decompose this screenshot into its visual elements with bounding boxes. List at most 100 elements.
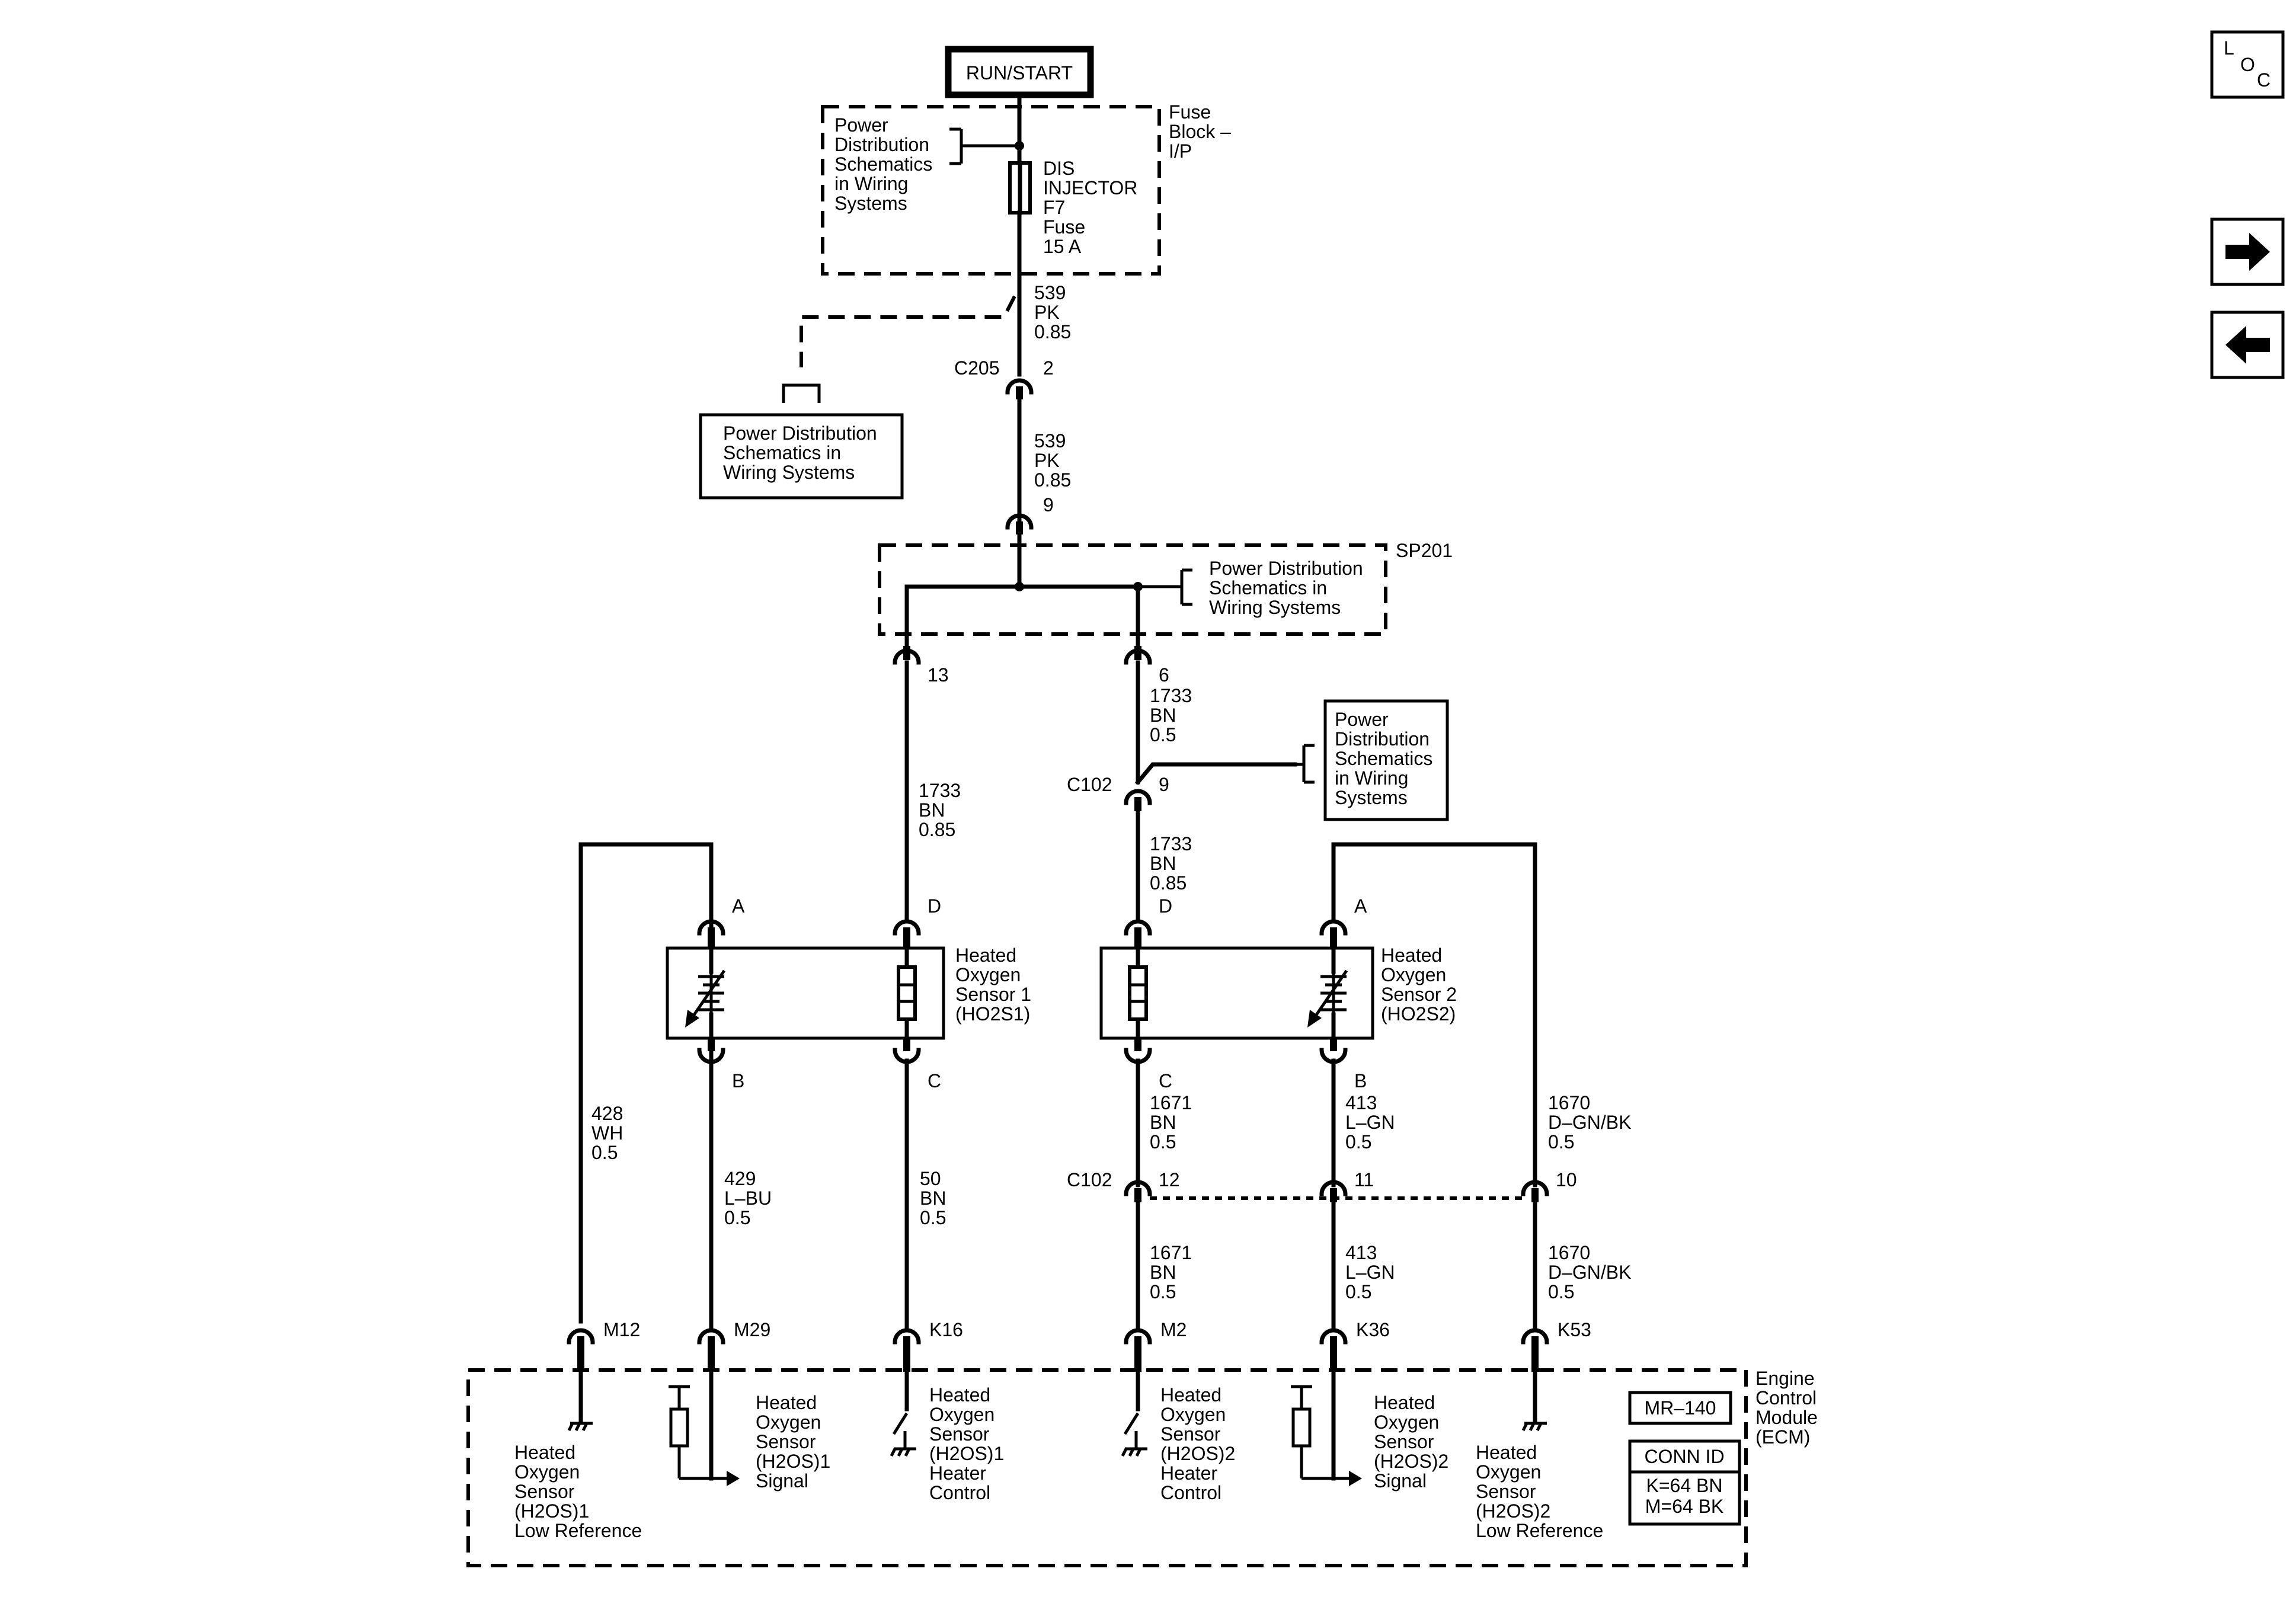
svg-text:M29: M29	[734, 1319, 770, 1340]
svg-text:Block –: Block –	[1169, 121, 1231, 142]
oxygen-sensor-element-icon	[685, 969, 726, 1028]
svg-text:0.5: 0.5	[1345, 1281, 1371, 1302]
svg-text:Wiring Systems: Wiring Systems	[723, 462, 855, 483]
svg-text:CONN ID: CONN ID	[1644, 1446, 1724, 1467]
svg-text:A: A	[732, 895, 745, 917]
mr-140-button[interactable]: MR–140	[1628, 1391, 1732, 1425]
svg-text:Module: Module	[1755, 1407, 1818, 1428]
ecm-connector-m2: M2	[1124, 1319, 1187, 1372]
svg-text:(HO2S1): (HO2S1)	[955, 1003, 1030, 1025]
svg-text:10: 10	[1556, 1169, 1577, 1190]
svg-text:A: A	[1354, 895, 1367, 917]
pd-ref-box-2[interactable]: Power Distribution Schematics in Wiring …	[1323, 699, 1449, 821]
svg-text:Power Distribution: Power Distribution	[723, 422, 877, 444]
fuse-block-boundary	[821, 105, 1161, 276]
svg-text:(H2OS)2: (H2OS)2	[1160, 1443, 1235, 1464]
switch-icon	[1121, 1369, 1147, 1457]
sensor-1-label: Heated Oxygen Sensor 1 (HO2S1)	[955, 945, 1031, 1025]
sp201-pin-13: 13	[893, 646, 949, 686]
svg-text:Oxygen: Oxygen	[1381, 964, 1446, 985]
svg-text:Schematics: Schematics	[1335, 748, 1432, 769]
ecm-connector-m29: M29	[697, 1319, 770, 1372]
svg-text:Control: Control	[1160, 1482, 1221, 1503]
svg-text:Systems: Systems	[834, 193, 907, 214]
svg-text:0.5: 0.5	[591, 1142, 618, 1163]
svg-text:Systems: Systems	[1335, 787, 1408, 808]
svg-text:D: D	[928, 895, 941, 917]
ecm-label-k53: Heated Oxygen Sensor (H2OS)2 Low Referen…	[1476, 1442, 1603, 1541]
svg-text:0.5: 0.5	[1345, 1131, 1371, 1153]
heater-element-icon	[897, 965, 917, 1021]
svg-text:Heated: Heated	[955, 945, 1016, 966]
svg-text:0.85: 0.85	[1150, 872, 1187, 894]
fuse-f7-label: DIS INJECTOR F7 Fuse 15 A	[1043, 158, 1137, 257]
c205-pin: 2	[1043, 357, 1054, 379]
svg-text:Oxygen: Oxygen	[1476, 1461, 1541, 1483]
svg-text:1670: 1670	[1548, 1242, 1590, 1263]
svg-text:(H2OS)1: (H2OS)1	[929, 1443, 1004, 1464]
svg-text:Sensor: Sensor	[929, 1423, 990, 1445]
svg-text:C102: C102	[1067, 1169, 1112, 1190]
previous-page-button[interactable]	[2210, 311, 2285, 379]
svg-text:Heated: Heated	[514, 1442, 575, 1463]
svg-text:(ECM): (ECM)	[1755, 1426, 1810, 1448]
wire-1670-upper: 1670 D–GN/BK 0.5	[1548, 1092, 1631, 1153]
next-page-button[interactable]	[2210, 217, 2285, 286]
svg-text:Schematics in: Schematics in	[1209, 577, 1327, 598]
sp201-pin-6: 6	[1124, 646, 1169, 686]
svg-text:Distribution: Distribution	[1335, 728, 1430, 750]
svg-text:0.5: 0.5	[724, 1207, 750, 1228]
svg-text:in Wiring: in Wiring	[1335, 767, 1408, 789]
svg-text:413: 413	[1345, 1242, 1377, 1263]
wire-429: 429 L–BU 0.5	[724, 1168, 772, 1228]
svg-text:B: B	[1354, 1070, 1367, 1092]
svg-text:Oxygen: Oxygen	[929, 1404, 994, 1425]
svg-text:429: 429	[724, 1168, 756, 1189]
svg-text:Low Reference: Low Reference	[1476, 1520, 1603, 1541]
pd-ref-box-1[interactable]: Power Distribution Schematics in Wiring …	[699, 413, 904, 500]
pd-ref-sp201[interactable]: Power Distribution Schematics in Wiring …	[1209, 558, 1363, 618]
svg-text:PK: PK	[1034, 302, 1060, 323]
svg-text:K53: K53	[1558, 1319, 1591, 1340]
location-button[interactable]: L O C	[2210, 30, 2285, 99]
svg-text:BN: BN	[920, 1188, 946, 1209]
svg-text:Control: Control	[1755, 1387, 1817, 1409]
svg-text:(HO2S2): (HO2S2)	[1381, 1003, 1456, 1025]
svg-text:INJECTOR: INJECTOR	[1043, 177, 1137, 199]
wire-1671-upper: 1671 BN 0.5	[1150, 1092, 1192, 1153]
svg-text:(H2OS)2: (H2OS)2	[1476, 1500, 1550, 1522]
ecm-boundary	[466, 1368, 1748, 1567]
svg-text:Power: Power	[1335, 709, 1389, 730]
svg-text:Sensor 1: Sensor 1	[955, 984, 1031, 1005]
ecm-connector-k36: K36	[1319, 1319, 1390, 1372]
wire-539-lower: 539 PK 0.85	[1034, 430, 1071, 491]
fuse-block-name: Fuse Block – I/P	[1169, 101, 1231, 162]
svg-text:BN: BN	[1150, 705, 1176, 726]
svg-text:Oxygen: Oxygen	[955, 964, 1021, 985]
svg-text:C: C	[928, 1070, 941, 1092]
svg-text:Sensor: Sensor	[1476, 1481, 1536, 1502]
svg-text:F7: F7	[1043, 197, 1065, 218]
heated-oxygen-sensor-1	[666, 946, 945, 1041]
connector-c205: C205 2	[954, 357, 1054, 399]
svg-text:BN: BN	[1150, 1262, 1176, 1283]
svg-text:Sensor: Sensor	[1374, 1431, 1434, 1452]
conn-id-table: CONN ID K=64 BN M=64 BK	[1628, 1439, 1741, 1526]
svg-text:BN: BN	[919, 799, 945, 821]
wire-1733-right-upper: 1733 BN 0.5	[1150, 685, 1192, 745]
svg-text:50: 50	[920, 1168, 941, 1189]
signal-input-k36-icon	[1291, 1369, 1362, 1486]
heater-element-icon	[1128, 965, 1148, 1021]
svg-text:428: 428	[591, 1103, 623, 1124]
svg-text:Oxygen: Oxygen	[514, 1461, 580, 1483]
svg-text:BN: BN	[1150, 853, 1176, 874]
oxygen-sensor-element-icon	[1307, 969, 1348, 1028]
svg-text:D–GN/BK: D–GN/BK	[1548, 1112, 1631, 1133]
sensor-2-connectors-top: D A	[1124, 895, 1367, 948]
wire-1671-lower: 1671 BN 0.5	[1150, 1242, 1192, 1302]
wire-539-upper: 539 PK 0.85	[1034, 282, 1071, 343]
svg-text:Heated: Heated	[1374, 1392, 1435, 1413]
svg-text:Heated: Heated	[1160, 1384, 1221, 1406]
svg-text:Control: Control	[929, 1482, 990, 1503]
ecm-label-m29: Heated Oxygen Sensor (H2OS)1 Signal	[756, 1392, 830, 1491]
